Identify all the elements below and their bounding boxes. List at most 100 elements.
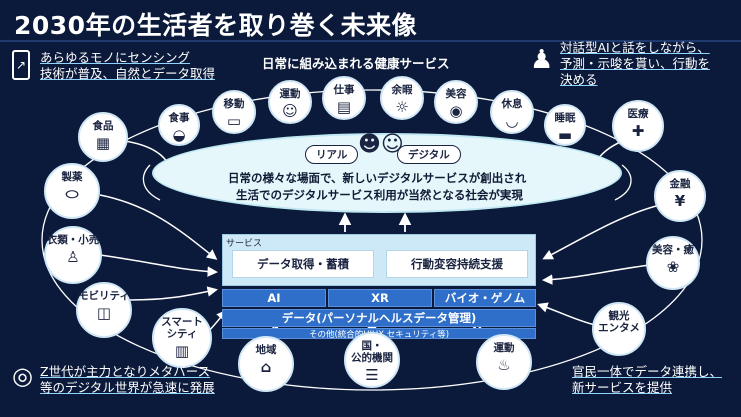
leisure-icon: ☼ <box>395 98 409 116</box>
daily-item-rest-label: 休息 <box>501 98 523 110</box>
outer-finance: 金融 ¥ <box>654 170 706 222</box>
outer-beauty-relax: 美容・癒 ❀ <box>646 236 700 290</box>
outer-government-label: 国・ 公的機関 <box>351 340 393 364</box>
laptop-icon: ▤ <box>336 98 352 116</box>
daily-item-work: 仕事 ▤ <box>322 76 366 120</box>
note-public-private-line1: 官民一体でデータ連携し、 <box>572 364 723 379</box>
outer-food-label: 食品 <box>92 120 114 132</box>
people-icon: ☻☺ <box>358 132 404 157</box>
arrow-pharma <box>99 194 218 260</box>
outer-pharma: 製薬 ⬭ <box>44 163 100 219</box>
outer-medical-label: 医療 <box>627 108 649 120</box>
ellipse-text-line1: 日常の様々な場面で、新しいデジタルサービスが創出され <box>228 171 527 185</box>
note-sensing-line2: 技術が普及、自然とデータ取得 <box>40 66 216 81</box>
vr-headset-icon: ◎ <box>12 362 33 390</box>
daily-item-sleep-label: 睡眠 <box>554 112 576 124</box>
note-ai: 対話型AIと話をしながら、 予測・示唆を貰い、行動を 決める <box>560 40 710 88</box>
outer-government: 国・ 公的機関 ☰ <box>344 332 400 388</box>
money-icon: ¥ <box>674 192 686 210</box>
tech-xr: XR <box>328 289 432 307</box>
service-label: サービス <box>226 239 263 249</box>
pill-icon: ⬭ <box>65 185 79 203</box>
bed-icon: ▬ <box>557 126 573 144</box>
daily-item-leisure: 余暇 ☼ <box>380 76 424 120</box>
city-icon: ▥ <box>174 342 190 360</box>
arrow-finance <box>542 204 661 260</box>
runner-icon: ☺ <box>282 102 298 120</box>
daily-item-beauty-label: 美容 <box>445 88 467 100</box>
daily-item-meal: 食事 ◒ <box>158 104 200 146</box>
daily-health-heading: 日常に組み込まれる健康サービス <box>262 56 450 71</box>
arrow-tourism <box>537 302 596 326</box>
note-ai-line3: 決める <box>560 72 598 87</box>
arrow-mobility <box>129 286 218 301</box>
outer-apparel-label: 衣類・小売 <box>46 234 100 246</box>
tag-digital: デジタル <box>397 145 461 164</box>
daily-item-rest: 休息 ◡ <box>490 90 534 134</box>
service-data-acquisition: データ取得・蓄積 <box>232 250 374 278</box>
note-sensing: あらゆるモノにセンシング 技術が普及、自然とデータ取得 <box>40 50 215 82</box>
society-ellipse <box>152 133 622 213</box>
note-ai-line1: 対話型AIと話をしながら、 <box>560 40 710 55</box>
outer-smartcity: スマート シティ ▥ <box>152 308 212 368</box>
arrow-ellipse-left <box>142 164 161 201</box>
daily-item-transport-label: 移動 <box>223 98 245 110</box>
note-sensing-line1: あらゆるモノにセンシング <box>40 50 191 65</box>
clothing-icon: ♙ <box>66 248 80 266</box>
tag-real: リアル <box>305 145 359 164</box>
outer-tourism: 観光 エンタメ <box>592 302 646 356</box>
running-icon: ♨ <box>497 356 511 374</box>
robot-icon: ♟ <box>530 45 554 75</box>
note-metaverse-line1: Z世代が主力となりメタバース <box>40 364 211 379</box>
data-bar: データ(パーソナルヘルスデータ管理) <box>222 309 536 327</box>
tech-ai: AI <box>222 289 326 307</box>
database-icon: ☰ <box>365 366 379 384</box>
outer-mobility: モビリティ ◫ <box>76 282 132 338</box>
hospital-icon: ✚ <box>631 122 645 140</box>
daily-item-work-label: 仕事 <box>333 84 355 96</box>
note-metaverse: Z世代が主力となりメタバース 等のデジタル世界が急速に発展 <box>40 364 215 396</box>
arrow-ellipse-right <box>614 164 632 201</box>
arrow-apparel <box>99 254 218 277</box>
car-icon: ▭ <box>226 112 242 130</box>
daily-item-exercise: 運動 ☺ <box>268 80 312 124</box>
title-divider <box>0 40 741 42</box>
outer-ring <box>41 89 703 391</box>
daily-item-beauty: 美容 ◉ <box>434 80 478 124</box>
outer-beauty-relax-label: 美容・癒 <box>652 244 694 256</box>
daily-item-meal-label: 食事 <box>168 112 190 124</box>
bath-icon: ◡ <box>506 112 518 130</box>
outer-sports: 運動 ♨ <box>476 334 532 390</box>
face-icon: ◉ <box>449 102 463 120</box>
outer-tourism-label: 観光 エンタメ <box>598 310 640 334</box>
outer-smartcity-label: スマート シティ <box>161 316 203 340</box>
outer-region: 地域⌂ <box>238 336 294 392</box>
outer-apparel: 衣類・小売 ♙ <box>44 226 102 284</box>
arrow-beauty <box>542 264 651 285</box>
note-metaverse-line2: 等のデジタル世界が急速に発展 <box>40 380 215 395</box>
spa-icon: ❀ <box>666 258 680 276</box>
outer-finance-label: 金融 <box>669 178 691 190</box>
ellipse-text-line2: 生活でのデジタルサービス利用が当然となる社会が実現 <box>236 188 523 202</box>
vehicle-icon: ◫ <box>96 304 112 322</box>
note-ai-line2: 予測・示唆を貰い、行動を <box>560 56 711 71</box>
outer-mobility-label: モビリティ <box>78 290 130 302</box>
tech-bio-genome: バイオ・ゲノム <box>434 289 536 307</box>
outer-medical: 医療 ✚ <box>612 100 664 152</box>
daily-item-exercise-label: 運動 <box>279 88 301 100</box>
daily-item-transport: 移動 ▭ <box>212 90 256 134</box>
smartphone-chart-icon: ↗ <box>12 50 30 80</box>
daily-item-sleep: 睡眠 ▬ <box>544 104 586 146</box>
shelf-icon: ▦ <box>95 134 111 152</box>
page-title: 2030年の生活者を取り巻く未来像 <box>14 11 418 40</box>
outer-sports-label: 運動 <box>493 342 515 354</box>
outer-food: 食品 ▦ <box>78 112 128 162</box>
note-public-private: 官民一体でデータ連携し、 新サービスを提供 <box>572 364 722 396</box>
service-behavior-change: 行動変容持続支援 <box>386 250 528 278</box>
bowl-icon: ◒ <box>172 126 186 144</box>
note-public-private-line2: 新サービスを提供 <box>572 380 673 395</box>
community-icon: ⌂ <box>260 358 272 376</box>
daily-item-leisure-label: 余暇 <box>391 84 413 96</box>
outer-pharma-label: 製薬 <box>61 171 83 183</box>
